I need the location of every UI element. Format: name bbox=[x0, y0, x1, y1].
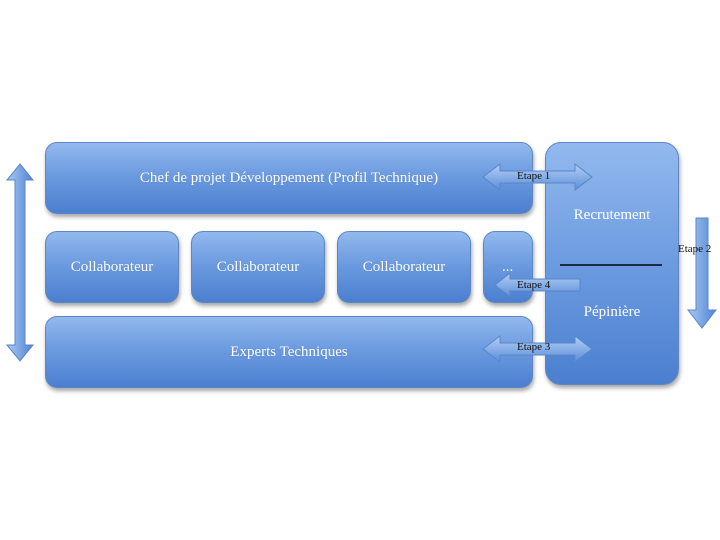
collaborateur-box-3: Collaborateur bbox=[337, 231, 471, 303]
ellipsis-label: ... bbox=[502, 258, 514, 275]
experts-techniques-box: Experts Techniques bbox=[45, 316, 533, 388]
experts-techniques-label: Experts Techniques bbox=[230, 343, 348, 360]
recrutement-label: Recrutement bbox=[573, 207, 651, 223]
panel-divider bbox=[560, 264, 662, 266]
pepiniere-label: Pépinière bbox=[583, 304, 641, 320]
recrutement-pepiniere-panel: Recrutement Pépinière bbox=[545, 142, 679, 385]
ellipsis-box: ... bbox=[483, 231, 533, 303]
etape-2-down-arrow bbox=[686, 217, 718, 329]
collaborateur-box-2: Collaborateur bbox=[191, 231, 325, 303]
chef-de-projet-label: Chef de projet Développement (Profil Tec… bbox=[139, 169, 439, 186]
collaborateur-label: Collaborateur bbox=[216, 258, 300, 275]
etape-1-label: Etape 1 bbox=[517, 170, 551, 182]
etape-2-label: Etape 2 bbox=[678, 243, 712, 255]
collaborateur-box-1: Collaborateur bbox=[45, 231, 179, 303]
etape-4-label: Etape 4 bbox=[517, 279, 551, 291]
collaborateur-label: Collaborateur bbox=[70, 258, 154, 275]
collaborateur-label: Collaborateur bbox=[362, 258, 446, 275]
chef-de-projet-box: Chef de projet Développement (Profil Tec… bbox=[45, 142, 533, 214]
left-vertical-double-arrow bbox=[5, 163, 35, 362]
etape-3-label: Etape 3 bbox=[517, 341, 551, 353]
